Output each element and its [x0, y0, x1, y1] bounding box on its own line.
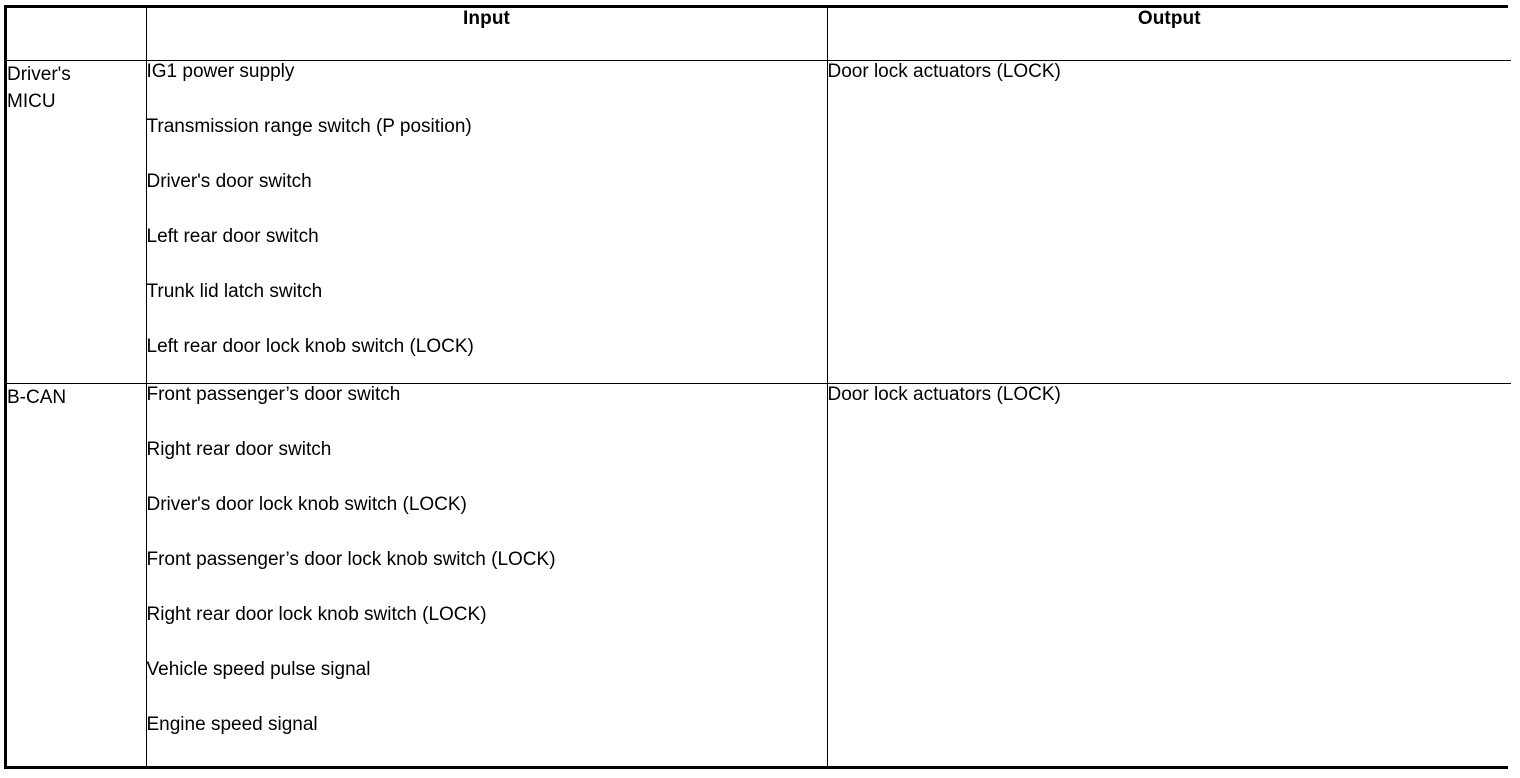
list-item: Right rear door lock knob switch (LOCK): [146, 603, 487, 625]
row-group-label: B-CAN: [7, 382, 147, 766]
list-item: Front passenger’s door lock knob switch …: [146, 548, 556, 570]
list-item: Left rear door lock knob switch (LOCK): [146, 335, 474, 357]
column-header-output: Output: [826, 8, 1511, 61]
input-list: Front passenger’s door switch Right rear…: [145, 382, 828, 766]
output-list: Door lock actuators (LOCK): [826, 382, 1511, 766]
list-item: Front passenger’s door switch: [146, 383, 401, 405]
row-group-label: Driver's MICU: [7, 59, 147, 384]
column-header-group: [7, 8, 147, 61]
list-item: Driver's door switch: [146, 170, 312, 192]
input-list: IG1 power supply Transmission range swit…: [145, 59, 828, 384]
list-item: Door lock actuators (LOCK): [827, 383, 1061, 405]
list-item: Right rear door switch: [146, 438, 332, 460]
list-item: Driver's door lock knob switch (LOCK): [146, 493, 467, 515]
list-item: Vehicle speed pulse signal: [146, 658, 371, 680]
list-item: Door lock actuators (LOCK): [827, 60, 1061, 82]
table-header-row: Input Output: [7, 8, 1511, 61]
list-item: IG1 power supply: [146, 60, 295, 82]
table-row: B-CAN Front passenger’s door switch Righ…: [7, 382, 1511, 766]
list-item: Trunk lid latch switch: [146, 280, 323, 302]
table: Input Output Driver's MICU IG1 power sup…: [7, 8, 1511, 766]
table-row: Driver's MICU IG1 power supply Transmiss…: [7, 59, 1511, 384]
column-header-input: Input: [145, 8, 828, 61]
output-list: Door lock actuators (LOCK): [826, 59, 1511, 384]
list-item: Engine speed signal: [146, 713, 318, 735]
input-output-table: Input Output Driver's MICU IG1 power sup…: [4, 5, 1511, 769]
list-item: Left rear door switch: [146, 225, 319, 247]
list-item: Transmission range switch (P position): [146, 115, 472, 137]
